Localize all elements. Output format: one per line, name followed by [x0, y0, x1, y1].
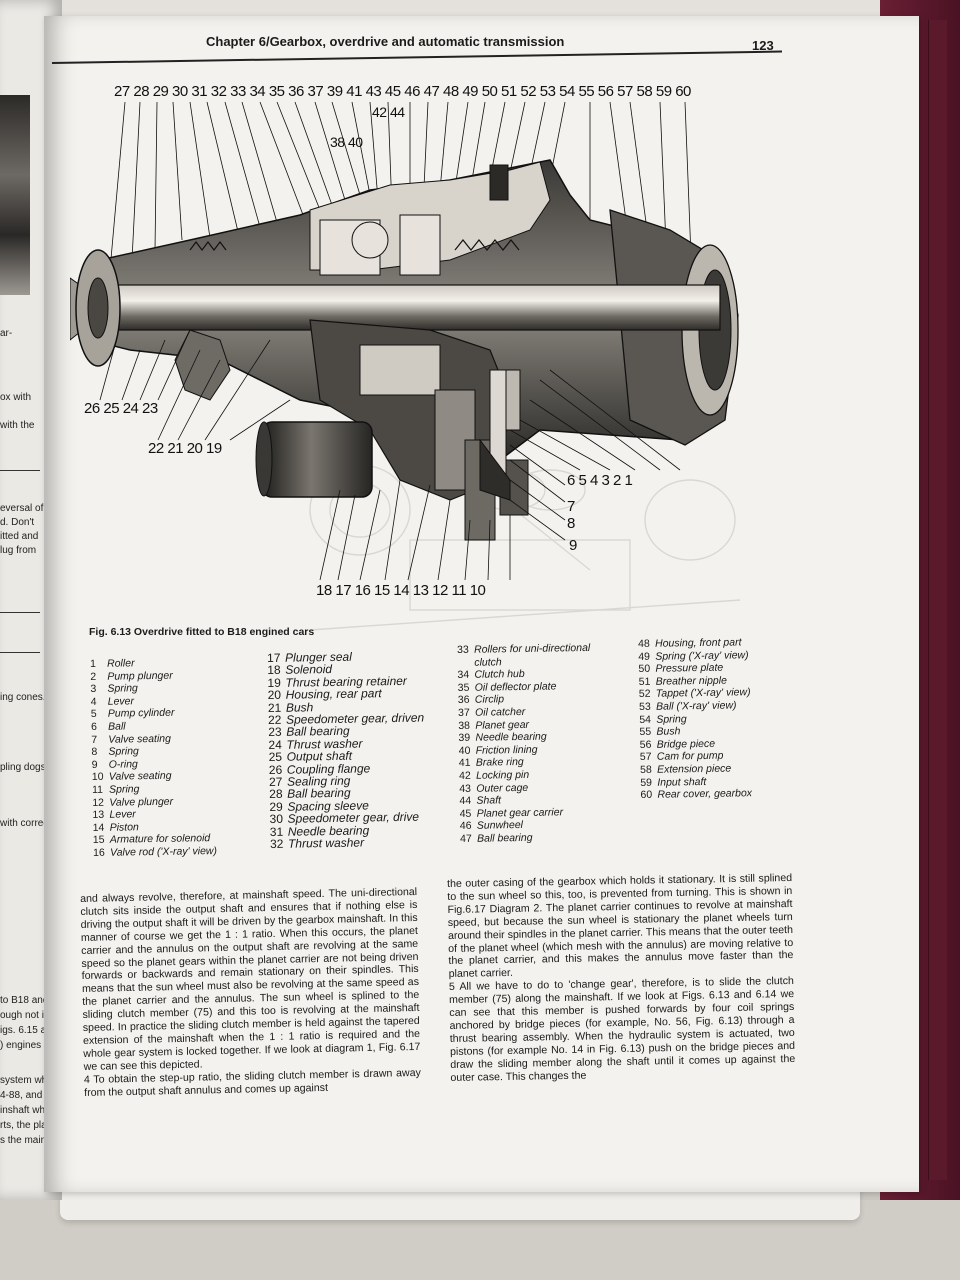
page-number: 123: [752, 38, 774, 53]
left-fragment: d. Don't: [0, 517, 35, 528]
left-fragment: to B18 and: [0, 995, 49, 1006]
left-fragment: system whose: [0, 1075, 62, 1086]
left-fragment: ) engines and: [0, 1040, 61, 1051]
left-fragment: ough not in: [0, 1010, 50, 1021]
left-fragment: lug from: [0, 545, 37, 556]
left-fragment: eversal of: [0, 503, 44, 514]
body-paragraph: 5 All we have to do to 'change gear', th…: [448, 975, 796, 1084]
callout-9: 9: [569, 537, 577, 554]
left-fragment: ox with: [0, 392, 32, 403]
left-fragment: itted and: [0, 531, 39, 542]
callouts-top: 27 28 29 30 31 32 33 34 35 36 37 39 41 4…: [114, 83, 691, 100]
left-fragment: ar-: [0, 328, 13, 339]
body-paragraph: the outer casing of the gearbox which ho…: [447, 871, 794, 981]
left-fragment: ing cones.: [0, 692, 46, 703]
body-text-left: and always revolve, therefore, at mainsh…: [80, 886, 421, 1100]
left-fragment: rts, the planet: [0, 1120, 61, 1131]
body-paragraph: and always revolve, therefore, at mainsh…: [80, 885, 421, 1073]
figure-caption: Fig. 6.13 Overdrive fitted to B18 engine…: [89, 626, 315, 638]
callouts-left-b: 22 21 20 19: [148, 440, 222, 457]
body-text-right: the outer casing of the gearbox which ho…: [447, 872, 796, 1084]
left-fragment: igs. 6.15 and: [0, 1025, 58, 1036]
left-rule: [0, 652, 40, 653]
left-fragment: pling dogs.: [0, 762, 49, 773]
callout-8: 8: [567, 515, 575, 532]
left-fragment: with the: [0, 420, 35, 431]
left-fragment: inshaft which: [0, 1105, 58, 1116]
chapter-header: Chapter 6/Gearbox, overdrive and automat…: [206, 34, 565, 49]
overdrive-cutaway-drawing: [70, 101, 739, 581]
left-fragment: with correct: [0, 818, 52, 829]
callouts-38-40: 38 40: [330, 134, 363, 150]
book-spine-edge: [928, 20, 947, 1180]
left-page-photo: [0, 95, 30, 295]
callouts-right: 6 5 4 3 2 1: [567, 472, 633, 489]
callouts-left-a: 26 25 24 23: [84, 400, 158, 417]
callouts-bottom: 18 17 16 15 14 13 12 11 10: [316, 582, 486, 599]
left-fragment: s the mainshaft: [0, 1135, 62, 1146]
left-fragment: 4-88, and 110: [0, 1090, 61, 1101]
left-rule: [0, 612, 40, 613]
callout-7: 7: [567, 498, 575, 515]
left-rule: [0, 470, 40, 471]
